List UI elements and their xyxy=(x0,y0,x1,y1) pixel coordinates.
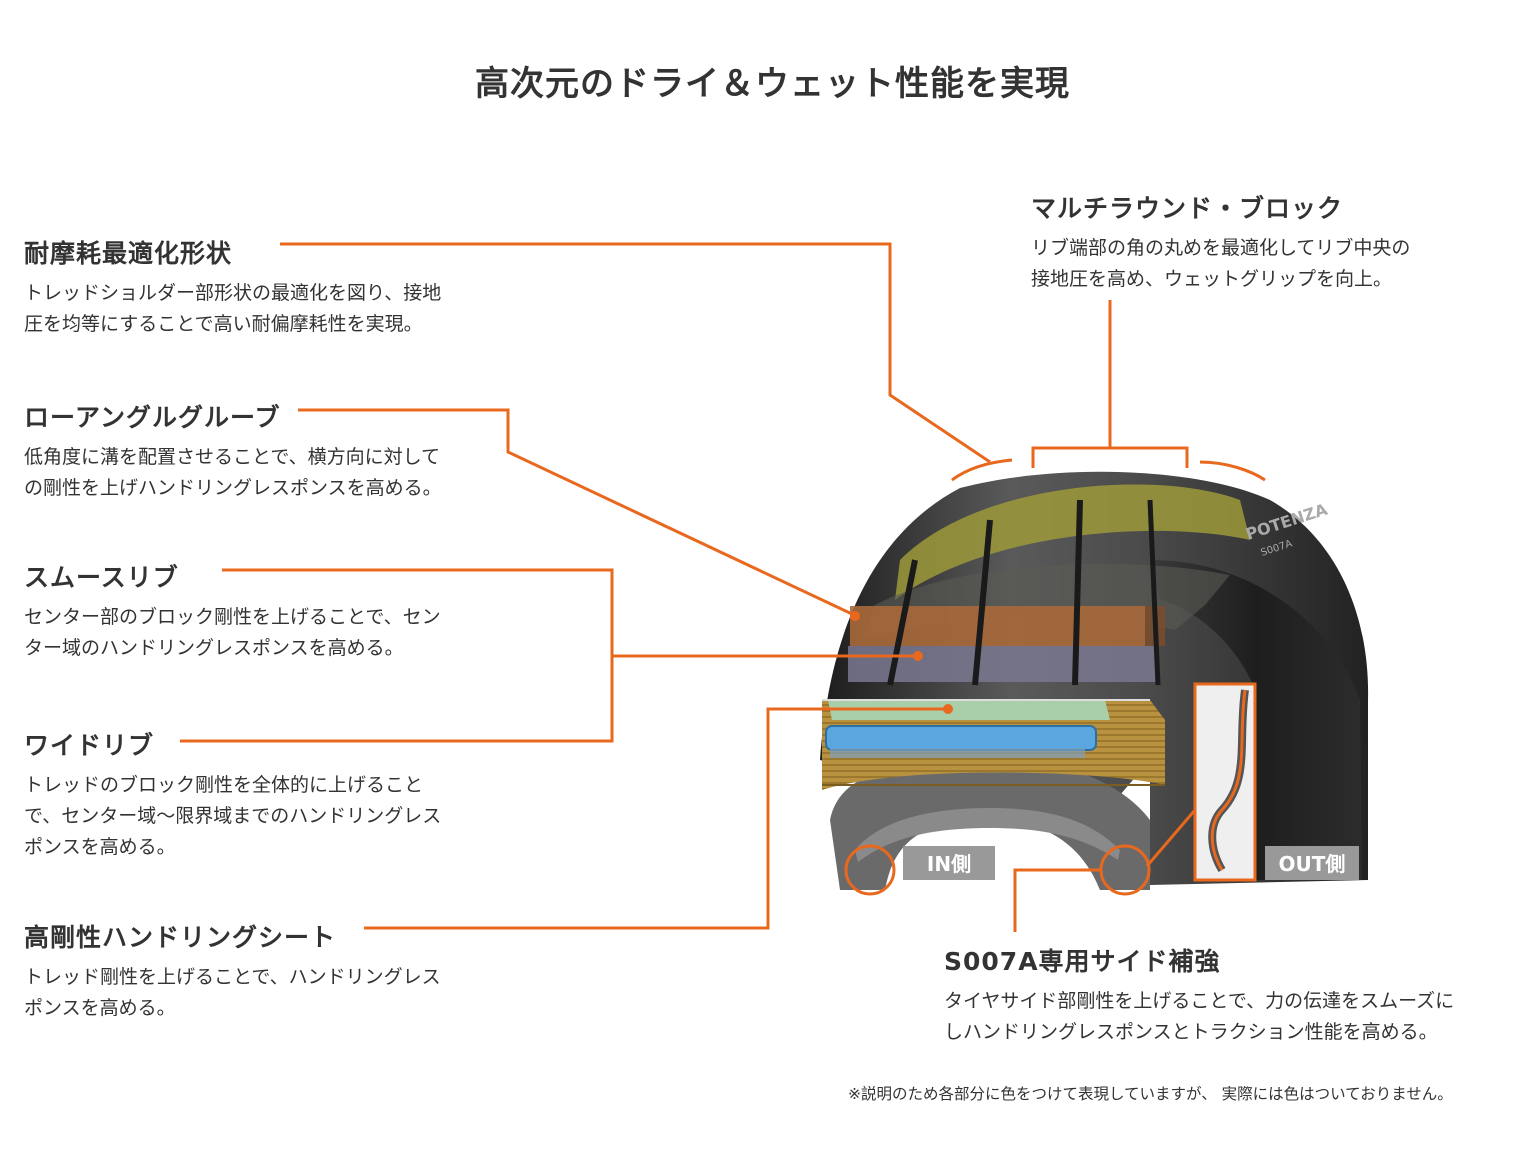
leader-dots xyxy=(850,611,953,714)
feature-side-reinforcement: S007A専用サイド補強 タイヤサイド部剛性を上げることで、力の伝達をスムーズに… xyxy=(944,942,1454,1048)
page-title: 高次元のドライ＆ウェット性能を実現 xyxy=(475,64,1070,104)
in-label: IN側 xyxy=(927,852,971,876)
feature-desc: タイヤサイド部剛性を上げることで、力の伝達をスムーズにしハンドリングレスポンスと… xyxy=(944,990,1455,1043)
side-reinforcement-inset xyxy=(1193,682,1257,882)
feature-title: ローアングルグルーブ xyxy=(24,403,281,432)
feature-title: ワイドリブ xyxy=(24,731,155,760)
feature-wear-resistance: 耐摩耗最適化形状 トレッドショルダー部形状の最適化を図り、接地圧を均等にすること… xyxy=(24,234,441,340)
feature-desc: トレッドのブロック剛性を全体的に上げることで、センター域〜限界域までのハンドリン… xyxy=(24,774,442,858)
bead-circle-in xyxy=(844,844,896,896)
feature-handling-sheet: 高剛性ハンドリングシート トレッド剛性を上げることで、ハンドリングレスポンスを高… xyxy=(24,918,441,1024)
feature-title: スムースリブ xyxy=(24,563,179,592)
tread-bands xyxy=(848,484,1250,686)
feature-desc: 低角度に溝を配置させることで、横方向に対しての剛性を上げハンドリングレスポンスを… xyxy=(24,446,442,499)
feature-title: マルチラウンド・ブロック xyxy=(1031,194,1344,223)
feature-title: 高剛性ハンドリングシート xyxy=(24,923,337,952)
out-label: OUT側 xyxy=(1279,852,1346,876)
feature-title: 耐摩耗最適化形状 xyxy=(24,239,233,268)
feature-low-angle-groove: ローアングルグルーブ 低角度に溝を配置させることで、横方向に対しての剛性を上げハ… xyxy=(24,398,442,504)
footnote: ※説明のため各部分に色をつけて表現していますが、 実際には色はついておりません。 xyxy=(848,1085,1453,1103)
feature-desc: リブ端部の角の丸めを最適化してリブ中央の接地圧を高め、ウェットグリップを向上。 xyxy=(1031,237,1411,290)
feature-desc: トレッド剛性を上げることで、ハンドリングレスポンスを高める。 xyxy=(24,966,441,1019)
feature-wide-rib: ワイドリブ トレッドのブロック剛性を全体的に上げることで、センター域〜限界域まで… xyxy=(24,726,441,863)
tire-cross-section xyxy=(822,699,1165,790)
feature-smooth-rib: スムースリブ センター部のブロック剛性を上げることで、センター域のハンドリングレ… xyxy=(24,558,441,664)
out-label-box xyxy=(1265,846,1359,880)
feature-desc: トレッドショルダー部形状の最適化を図り、接地圧を均等にすることで高い耐偏摩耗性を… xyxy=(24,282,442,335)
feature-multi-round-block: マルチラウンド・ブロック リブ端部の角の丸めを最適化してリブ中央の接地圧を高め、… xyxy=(1031,189,1410,295)
feature-title: S007A専用サイド補強 xyxy=(944,947,1221,976)
leader-lines xyxy=(180,242,1266,932)
feature-desc: センター部のブロック剛性を上げることで、センター域のハンドリングレスポンスを高め… xyxy=(24,606,441,659)
in-label-box xyxy=(903,846,995,880)
